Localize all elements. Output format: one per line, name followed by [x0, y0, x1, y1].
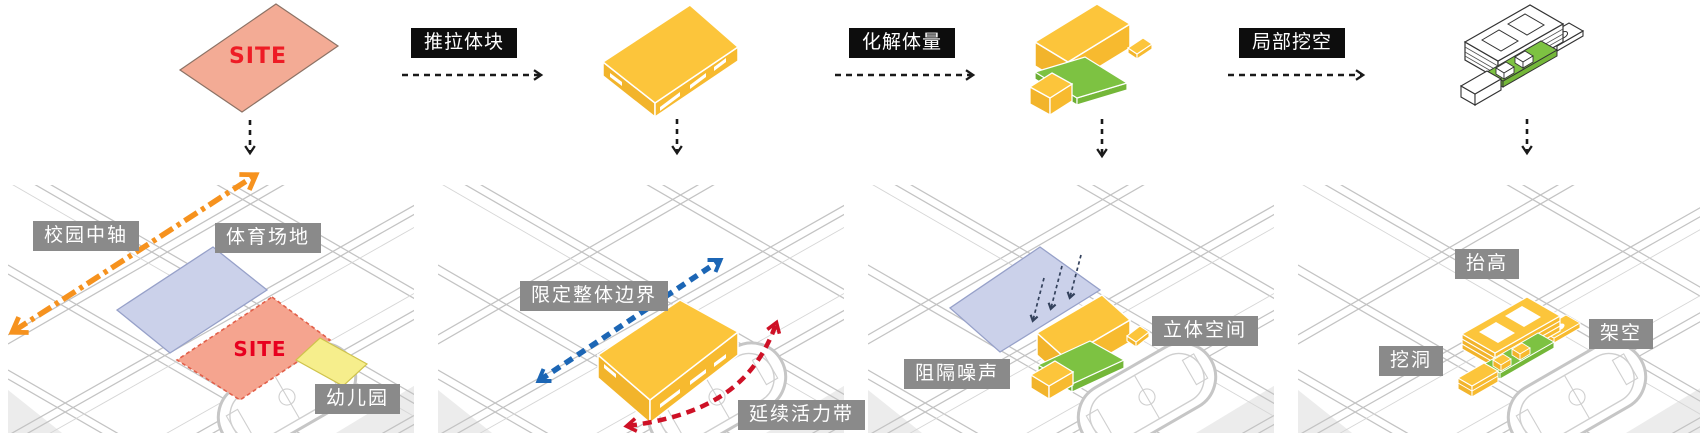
site-label-top: SITE: [228, 44, 288, 69]
panel4-final-building: [1456, 296, 1582, 398]
vitality-belt-label: 延续活力带: [738, 400, 866, 430]
boundary-label: 限定整体边界: [520, 281, 669, 311]
sports-field-area: [948, 246, 1102, 353]
site-area: [175, 296, 332, 401]
kindergarten-label: 幼儿园: [315, 384, 401, 414]
overhead-label: 架空: [1589, 319, 1654, 349]
massing-step3-blocks: [1028, 3, 1153, 117]
building-chip-block: [1126, 325, 1150, 349]
panel1-site-analysis: [8, 172, 369, 401]
building-small-block: [1029, 360, 1075, 401]
massing-step2-block: [601, 4, 740, 119]
process-step-label-3: 局部挖空: [1239, 28, 1346, 58]
annex-block: [1459, 70, 1503, 106]
process-step-label-2: 化解体量: [849, 28, 956, 58]
dig-label: 挖洞: [1379, 346, 1444, 376]
spatial-label: 立体空间: [1152, 316, 1259, 346]
campus-axis-arrow: [8, 172, 260, 335]
process-arrows: [244, 69, 1533, 159]
vitality-belt-arrow: [623, 319, 782, 433]
massing-step1-site: [178, 3, 340, 113]
panel3-noise-analysis: [948, 246, 1150, 401]
noise-arrows: [1029, 254, 1082, 323]
panel2-boundary-analysis: [535, 258, 782, 433]
site-label-plan: SITE: [233, 337, 287, 361]
raise-label: 抬高: [1455, 249, 1520, 279]
campus-axis-label: 校园中轴: [33, 221, 140, 251]
massing-step4-model: [1459, 4, 1585, 106]
process-step-label-1: 推拉体块: [411, 28, 518, 58]
noise-block-label: 阻隔噪声: [904, 359, 1011, 389]
annex-block: [1456, 362, 1500, 398]
sports-field-label: 体育场地: [215, 223, 322, 253]
